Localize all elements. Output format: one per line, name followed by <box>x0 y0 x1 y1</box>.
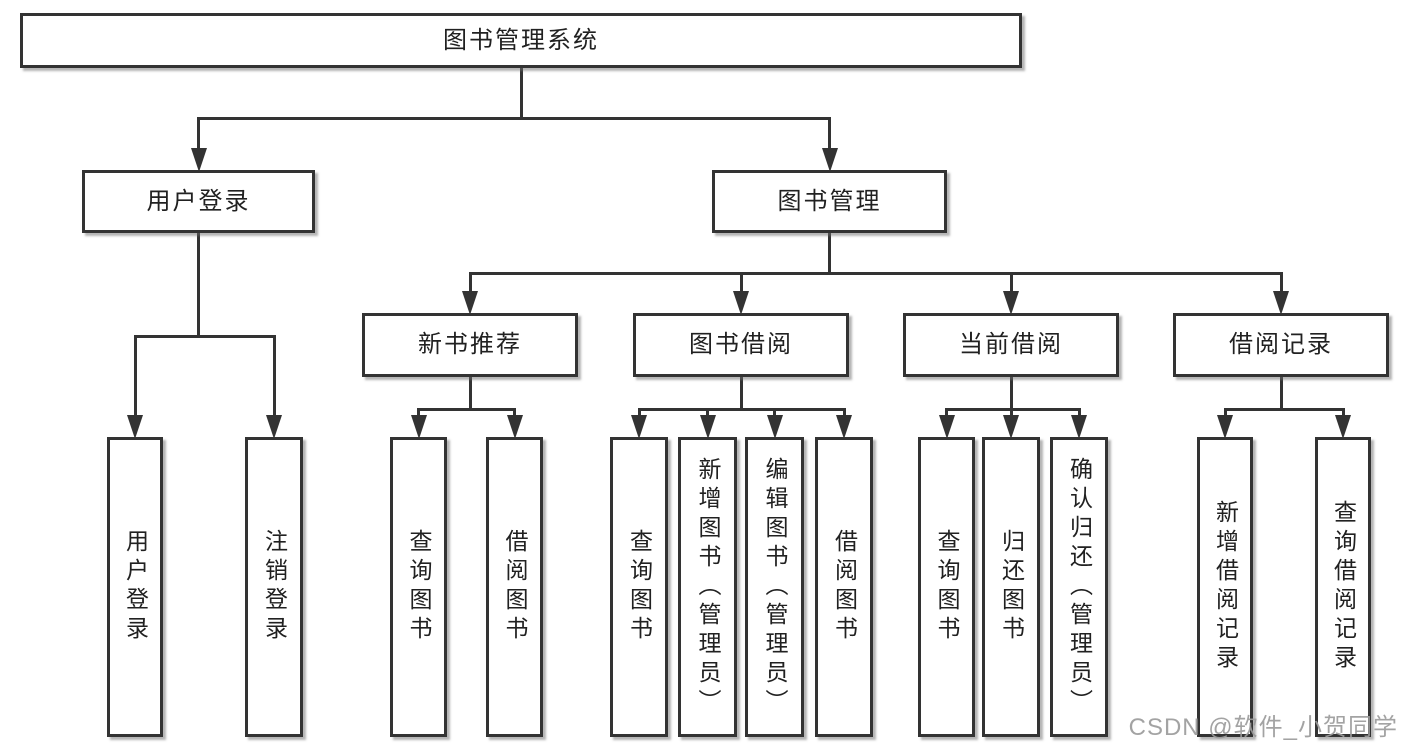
connector-stem-br-add-record <box>1223 408 1227 418</box>
connector-stem-current-borrowing <box>1009 272 1013 294</box>
connector-stem-cb-confirm-return <box>1077 408 1081 418</box>
node-label-new-book-recommend: 新书推荐 <box>418 331 522 358</box>
node-nbr-borrow-books: 借阅图书 <box>486 437 543 737</box>
connector-stem-current-borrowing <box>1009 377 1013 411</box>
node-label-br-query-record: 查询借阅记录 <box>1330 500 1357 674</box>
csdn-watermark: CSDN @软件_小贺同学 <box>1128 714 1398 741</box>
connector-arrowhead-bb-borrow-books <box>836 415 852 439</box>
node-book-management: 图书管理 <box>712 170 947 233</box>
node-label-bb-borrow-books: 借阅图书 <box>831 529 858 645</box>
connector-arrowhead-cb-confirm-return <box>1071 415 1087 439</box>
connector-stem-borrowing-records <box>1279 272 1283 294</box>
node-label-br-add-record: 新增借阅记录 <box>1212 500 1239 674</box>
connector-arrowhead-nbr-borrow-books <box>506 415 523 439</box>
node-label-cb-confirm-return: 确认归还（管理员） <box>1066 456 1093 718</box>
node-label-user-login: 用户登录 <box>146 187 251 215</box>
connector-arrowhead-nbr-query-books <box>410 415 427 439</box>
node-cb-confirm-return: 确认归还（管理员） <box>1050 437 1108 737</box>
connector-stem-cb-query-books <box>945 408 948 418</box>
node-new-book-recommend: 新书推荐 <box>362 313 578 377</box>
node-bb-add-books: 新增图书（管理员） <box>678 437 737 737</box>
connector-arrowhead-user-login <box>190 148 207 172</box>
connector-stem-root <box>519 68 523 120</box>
node-label-bb-add-books: 新增图书（管理员） <box>695 456 721 718</box>
node-root: 图书管理系统 <box>20 13 1022 68</box>
connector-stem-login <box>133 335 137 418</box>
connector-arrowhead-br-add-record <box>1217 415 1233 439</box>
connector-stem-book-management <box>828 233 831 275</box>
node-logout: 注销登录 <box>245 437 303 737</box>
node-cb-return-books: 归还图书 <box>982 437 1040 737</box>
connector-bar-borrowing-records <box>1223 408 1345 411</box>
connector-arrowhead-login <box>127 415 143 439</box>
node-label-current-borrowing: 当前借阅 <box>959 331 1063 358</box>
node-book-borrowing: 图书借阅 <box>633 313 849 377</box>
connector-stem-bb-add-books <box>706 408 709 418</box>
connector-arrowhead-br-query-record <box>1335 415 1351 439</box>
connector-arrowhead-bb-add-books <box>699 415 716 439</box>
connector-stem-nbr-borrow-books <box>513 408 516 418</box>
node-bb-query-books: 查询图书 <box>610 437 668 737</box>
node-label-login: 用户登录 <box>122 529 149 645</box>
connector-stem-book-borrowing <box>739 377 743 411</box>
node-label-book-management: 图书管理 <box>777 187 882 215</box>
connector-bar-book-management <box>468 272 1283 275</box>
node-label-cb-return-books: 归还图书 <box>998 529 1025 645</box>
node-label-cb-query-books: 查询图书 <box>934 529 960 645</box>
connector-bar-root <box>197 117 831 120</box>
connector-arrowhead-borrowing-records <box>1273 291 1289 315</box>
node-cb-query-books: 查询图书 <box>918 437 975 737</box>
connector-stem-user-login <box>197 117 200 151</box>
connector-bar-current-borrowing <box>945 408 1081 411</box>
connector-stem-book-management <box>828 117 831 151</box>
connector-stem-borrowing-records <box>1279 377 1283 411</box>
node-label-logout: 注销登录 <box>261 529 288 645</box>
connector-stem-book-borrowing <box>739 272 743 294</box>
node-bb-borrow-books: 借阅图书 <box>815 437 873 737</box>
node-label-book-borrowing: 图书借阅 <box>689 331 793 358</box>
node-label-nbr-borrow-books: 借阅图书 <box>502 529 528 645</box>
connector-stem-bb-borrow-books <box>842 408 846 418</box>
connector-arrowhead-cb-query-books <box>938 415 955 439</box>
connector-arrowhead-cb-return-books <box>1003 415 1019 439</box>
connector-stem-nbr-query-books <box>417 408 420 418</box>
node-label-borrowing-records: 借阅记录 <box>1229 331 1333 358</box>
node-label-bb-query-books: 查询图书 <box>626 529 653 645</box>
connector-stem-br-query-record <box>1341 408 1345 418</box>
connector-arrowhead-bb-query-books <box>631 415 647 439</box>
node-current-borrowing: 当前借阅 <box>903 313 1119 377</box>
connector-arrowhead-new-book-recommend <box>462 291 478 315</box>
connector-stem-new-book-recommend <box>468 377 472 411</box>
node-br-add-record: 新增借阅记录 <box>1197 437 1253 737</box>
connector-stem-logout <box>272 335 276 418</box>
node-label-root: 图书管理系统 <box>443 26 599 54</box>
connector-bar-user-login <box>133 335 276 338</box>
connector-arrowhead-logout <box>266 415 282 439</box>
connector-stem-user-login <box>197 233 200 338</box>
node-nbr-query-books: 查询图书 <box>390 437 447 737</box>
node-bb-edit-books: 编辑图书（管理员） <box>745 437 804 737</box>
connector-stem-new-book-recommend <box>468 272 472 294</box>
connector-arrowhead-book-borrowing <box>733 291 749 315</box>
connector-bar-book-borrowing <box>637 408 846 411</box>
connector-arrowhead-current-borrowing <box>1003 291 1019 315</box>
node-borrowing-records: 借阅记录 <box>1173 313 1389 377</box>
connector-stem-bb-query-books <box>637 408 641 418</box>
connector-arrowhead-book-management <box>821 148 838 172</box>
node-label-bb-edit-books: 编辑图书（管理员） <box>762 456 788 718</box>
node-login: 用户登录 <box>107 437 163 737</box>
connector-bar-new-book-recommend <box>417 408 516 411</box>
connector-stem-bb-edit-books <box>773 408 776 418</box>
node-br-query-record: 查询借阅记录 <box>1315 437 1371 737</box>
connector-stem-cb-return-books <box>1009 408 1013 418</box>
connector-arrowhead-bb-edit-books <box>766 415 783 439</box>
node-label-nbr-query-books: 查询图书 <box>406 529 432 645</box>
node-user-login: 用户登录 <box>82 170 315 233</box>
